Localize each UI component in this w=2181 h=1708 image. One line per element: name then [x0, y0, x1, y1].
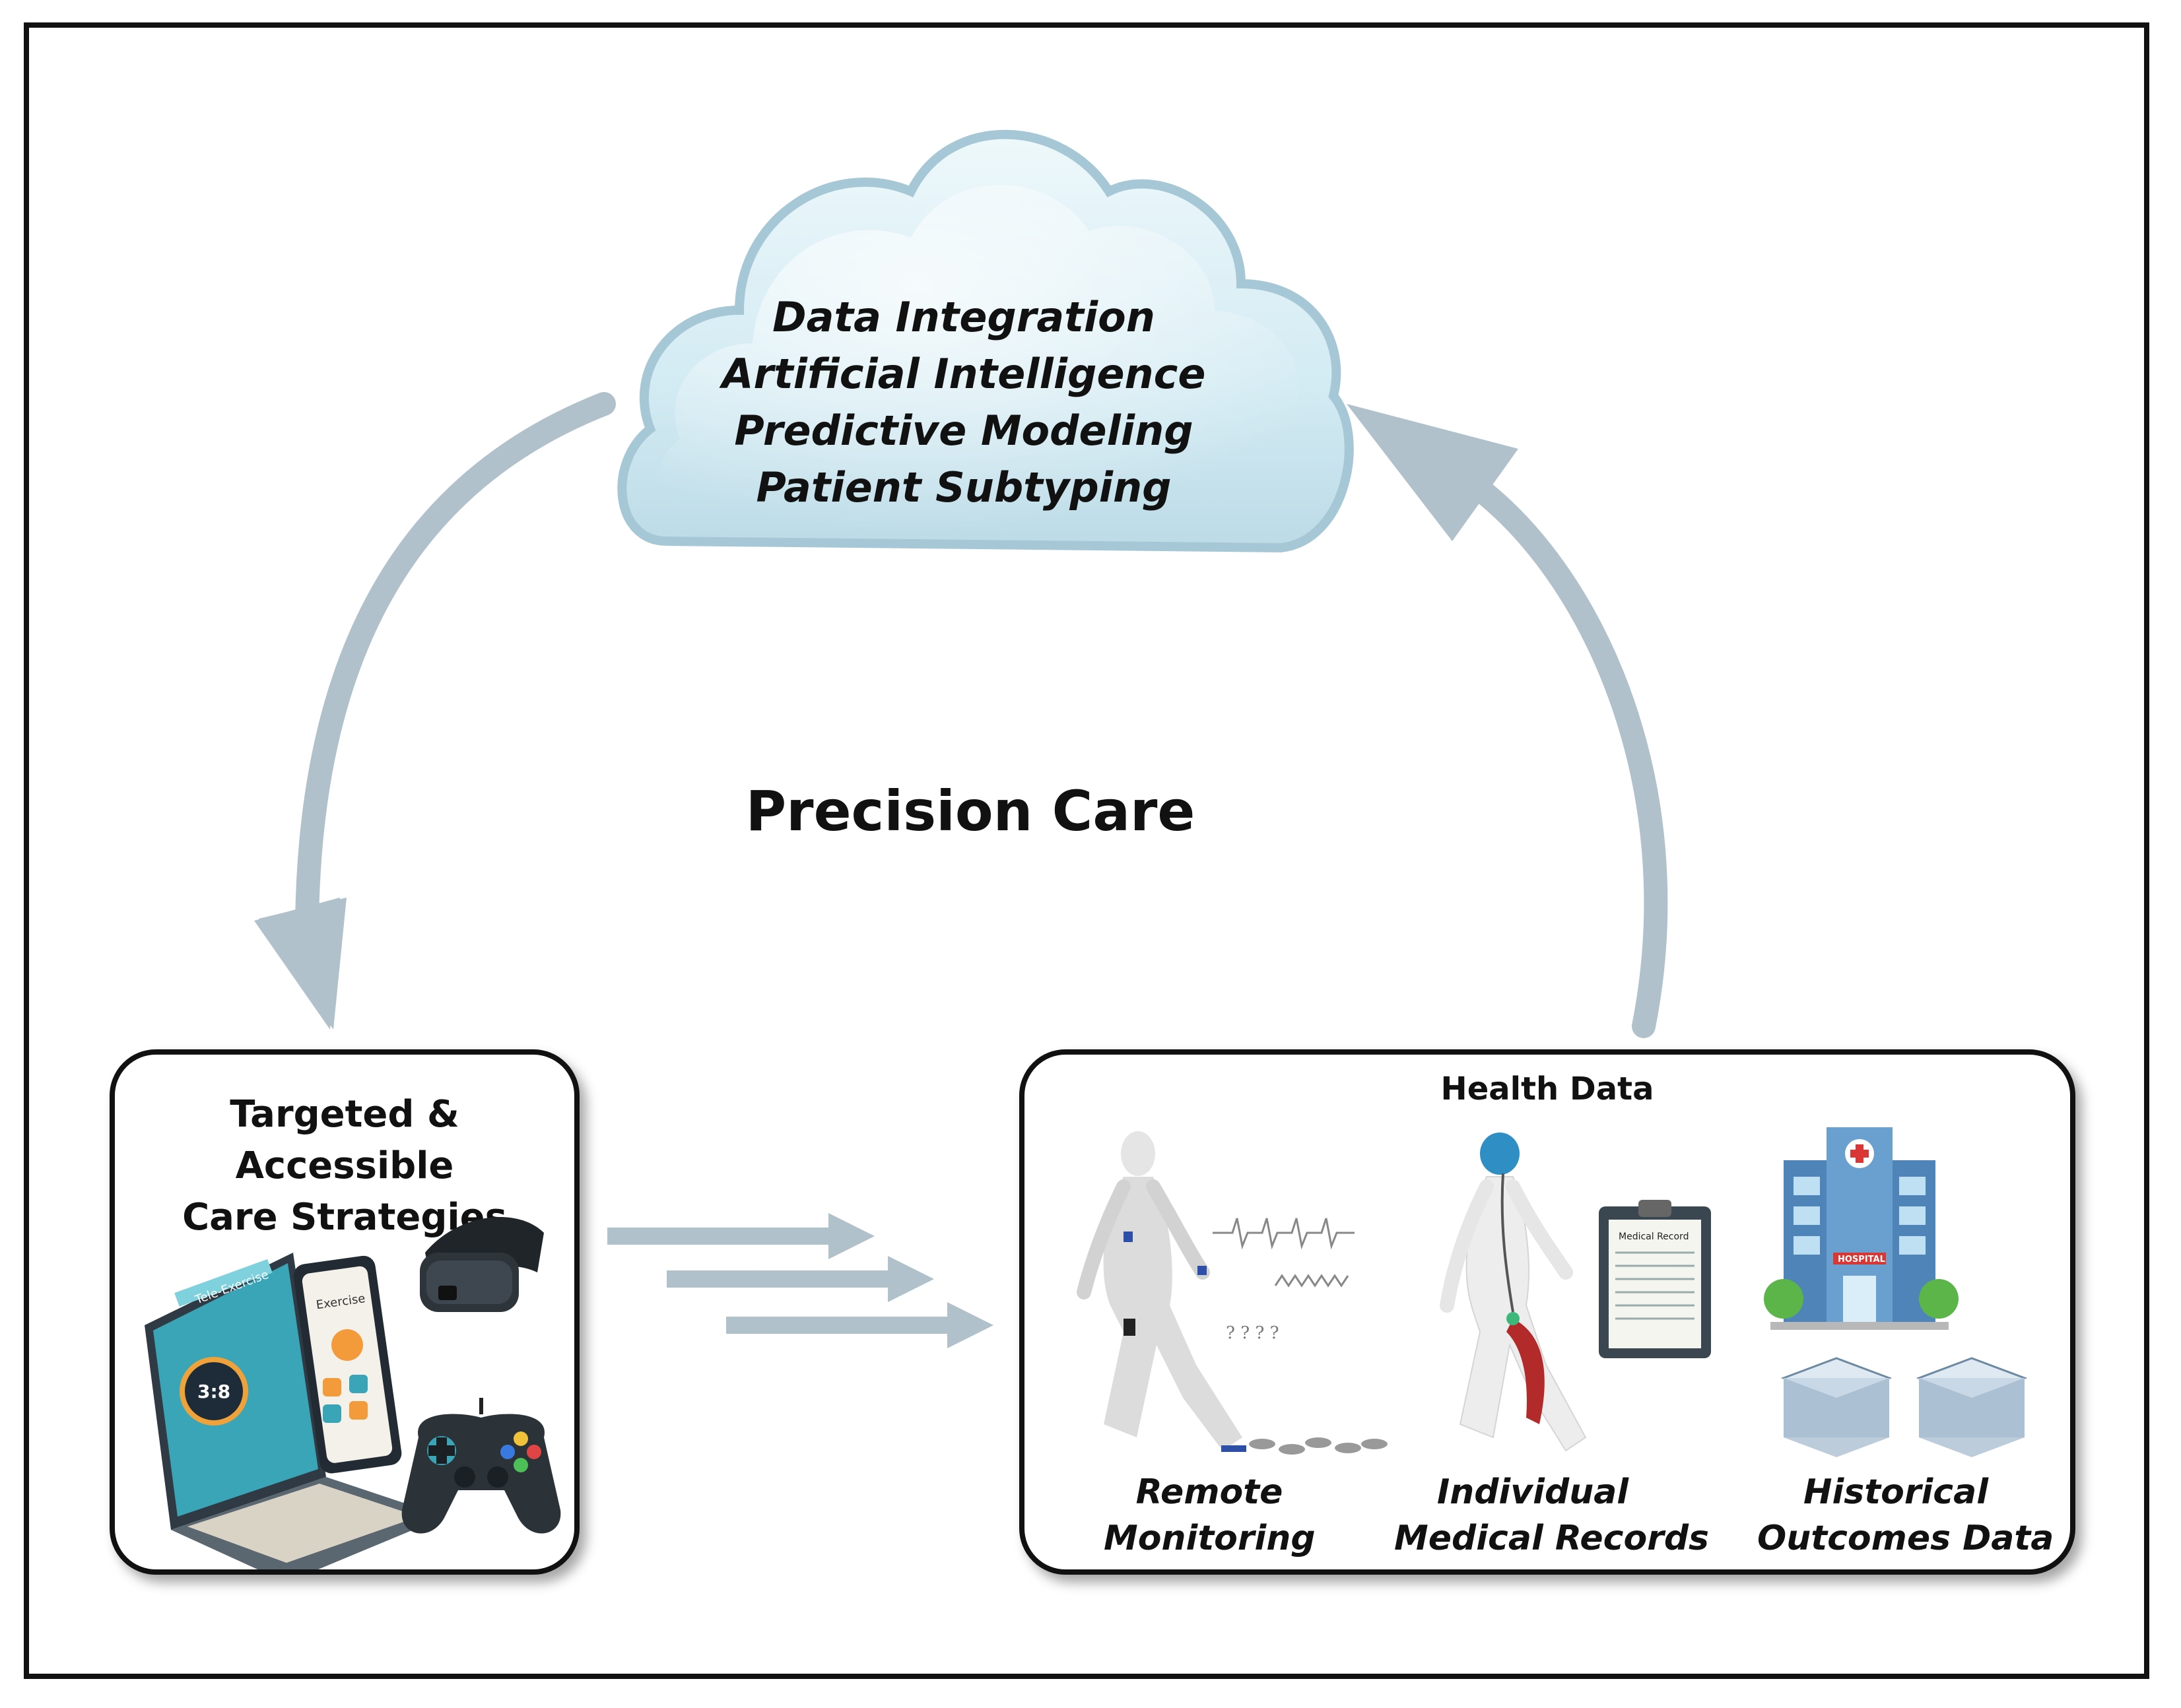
hospital-icon: HOSPITAL [1764, 1127, 1959, 1330]
vr-headset-icon [420, 1217, 544, 1312]
caption-individual-records-line1: Individual [1436, 1472, 1629, 1512]
clipboard-label-text: Medical Record [1619, 1232, 1689, 1242]
sensor-signals-icon: ? ? ? ? [1213, 1218, 1388, 1455]
cloud-text: Data Integration Artificial Intelligence… [660, 289, 1267, 516]
caption-historical-outcomes: Historical Outcomes Data [1757, 1469, 2054, 1561]
cloud-line-data-integration: Data Integration [772, 293, 1155, 341]
caption-individual-records-line2: Medical Records [1394, 1519, 1709, 1558]
health-data-illustrations: ? ? ? ? Medical Record [1077, 1127, 2028, 1457]
arrow-row-1 [607, 1213, 875, 1259]
arrow-data-to-cloud [1347, 404, 1668, 1038]
laptop-icon: Tele-Exercise 3:8 [145, 1253, 445, 1569]
cloud-line-patient-subtyping: Patient Subtyping [756, 463, 1172, 511]
care-strategies-title-line1: Targeted & Accessible [230, 1093, 459, 1187]
laptop-timer-text: 3:8 [197, 1381, 230, 1402]
care-strategies-title: Targeted & Accessible Care Strategies [115, 1089, 574, 1243]
caption-historical-outcomes-line2: Outcomes Data [1757, 1519, 2054, 1558]
svg-text:? ? ? ?: ? ? ? ? [1226, 1323, 1279, 1343]
hospital-sign-text: HOSPITAL [1838, 1255, 1885, 1265]
caption-remote-monitoring-line1: Remote [1135, 1472, 1283, 1512]
medical-record-icon: Medical Record [1599, 1200, 1711, 1358]
walking-person-icon [1077, 1131, 1246, 1452]
cloud-line-predictive-modeling: Predictive Modeling [734, 407, 1193, 455]
phone-icon: Exercise [293, 1255, 402, 1474]
care-strategies-illustrations: Tele-Exercise 3:8 Exercise [145, 1217, 561, 1569]
arrow-row-3 [726, 1302, 993, 1348]
game-controller-icon [401, 1398, 561, 1534]
precision-care-title: Precision Care [745, 779, 1195, 843]
cloud-line-ai: Artificial Intelligence [721, 350, 1206, 398]
caption-remote-monitoring-line2: Monitoring [1104, 1519, 1316, 1558]
outcome-records-stack-icon [1780, 1357, 2028, 1457]
arrow-row-2 [667, 1256, 934, 1302]
arrow-cloud-to-strategies [254, 392, 616, 1030]
care-strategies-box: Targeted & Accessible Care Strategies Te… [110, 1049, 580, 1575]
caption-remote-monitoring: Remote Monitoring [1104, 1469, 1316, 1561]
health-data-box: Health Data ? ? ? ? [1019, 1049, 2075, 1575]
cloud-shape [617, 129, 1354, 553]
patient-figure-icon [1440, 1133, 1587, 1452]
caption-individual-records: Individual Medical Records [1394, 1469, 1709, 1561]
caption-historical-outcomes-line1: Historical [1803, 1472, 1989, 1512]
health-data-title: Health Data [1440, 1070, 1654, 1107]
